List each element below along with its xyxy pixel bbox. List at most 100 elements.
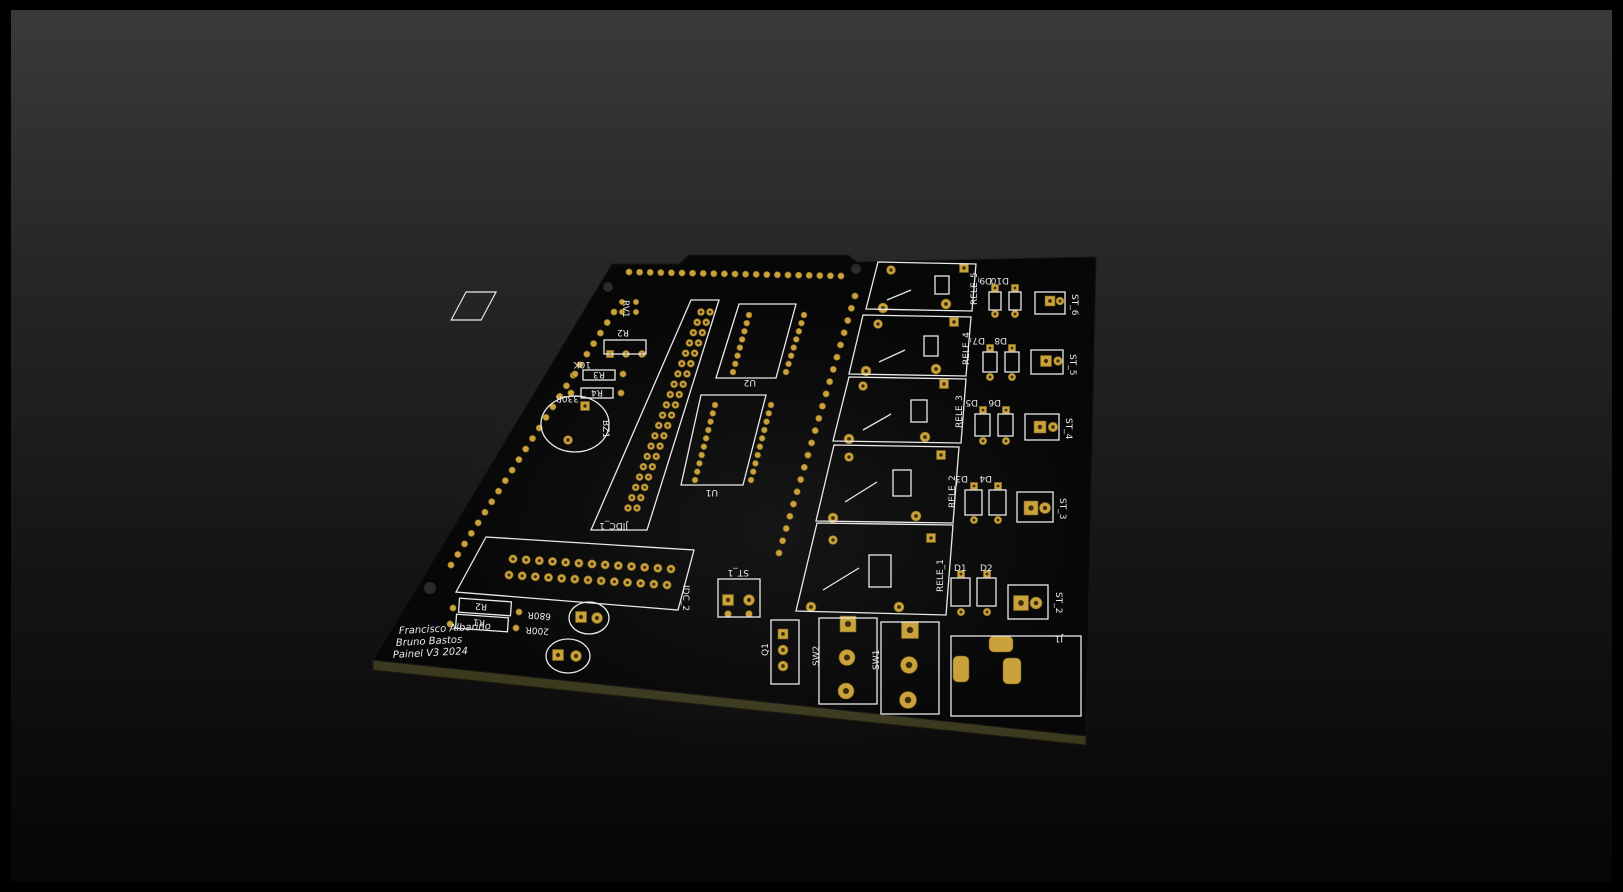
pcb-pad: [571, 370, 579, 378]
pad-drill: [511, 557, 515, 561]
pad-drill: [708, 310, 712, 314]
pcb-pad: [822, 390, 830, 398]
pcb-pad: [467, 529, 475, 537]
pcb-pad: [787, 352, 795, 360]
pad-drill: [831, 516, 835, 520]
pad-drill: [651, 465, 654, 469]
pcb-pad: [752, 460, 759, 467]
pad-drill: [981, 408, 985, 412]
mounting-hole: [424, 582, 436, 594]
pcb-pad: [729, 368, 737, 376]
pcb-pad: [833, 353, 841, 361]
pcb-pad: [488, 498, 496, 506]
pad-drill: [676, 372, 680, 376]
pcb-pad: [805, 271, 813, 279]
pad-drill: [684, 351, 687, 355]
pad-drill: [1033, 600, 1039, 606]
pad-drill: [1037, 424, 1043, 430]
silkscreen-layer: [450, 261, 1082, 717]
label-rele1: RELE_1: [936, 559, 946, 592]
pad-drill: [939, 453, 943, 457]
pad-drill: [674, 403, 677, 407]
pad-drill: [1043, 358, 1049, 364]
pad-drill: [1013, 312, 1017, 316]
pad-drill: [972, 484, 976, 488]
pcb-pad: [837, 341, 845, 349]
pad-drill: [662, 434, 666, 438]
pcb-scene[interactable]: JIDC_1 IDC_2 ST_1 J1 SW1 SW2 Q1 RELE_5 R…: [11, 10, 1612, 882]
pcb-pad: [747, 476, 755, 484]
label-st4: ST_4: [1063, 418, 1073, 440]
pad-drill: [704, 320, 708, 324]
pcb-pad: [752, 270, 760, 278]
pad-drill: [725, 597, 731, 603]
pad-drill: [959, 572, 963, 576]
pcb-pad: [785, 360, 792, 368]
pad-drill: [842, 687, 850, 695]
pcb-pad: [705, 426, 712, 434]
pcb-pad: [710, 270, 718, 278]
pcb-pad: [495, 487, 503, 495]
pcb-pad: [837, 272, 845, 280]
pad-drill: [672, 382, 676, 386]
pad-drill: [573, 653, 579, 659]
pad-drill: [647, 475, 650, 479]
pcb-pad: [700, 443, 708, 450]
pcb-pad: [667, 269, 675, 277]
pad-drill: [537, 559, 541, 563]
pcb-pad: [603, 319, 611, 327]
3d-viewer-canvas[interactable]: JIDC_1 IDC_2 ST_1 J1 SW1 SW2 Q1 RELE_5 R…: [11, 10, 1612, 882]
label-r2-value: 680R: [527, 609, 551, 621]
pad-drill: [524, 558, 528, 562]
pcb-pad: [632, 308, 640, 316]
pcb-pad: [756, 443, 764, 450]
pad-drill: [923, 435, 927, 439]
pcb-pad: [775, 549, 783, 557]
label-d4: D4: [979, 473, 992, 483]
pcb-pad: [789, 500, 797, 508]
pcb-pad: [461, 540, 469, 548]
pcb-pad: [702, 435, 710, 442]
label-st5: ST_5: [1067, 354, 1077, 375]
label-st3: ST_3: [1057, 498, 1067, 519]
pcb-pad: [745, 311, 753, 319]
label-idc2: IDC_2: [680, 585, 690, 611]
pad-drill: [1013, 286, 1017, 290]
signature-line-1: Francisco Albarino: [399, 621, 492, 637]
label-d8: D8: [994, 335, 1007, 345]
pad-drill: [520, 574, 524, 578]
pad-drill: [1058, 299, 1062, 303]
pcb-pad: [693, 468, 701, 475]
pad-layer: [446, 263, 1065, 709]
board-signature: Francisco Albarino Bruno Bastos Painel V…: [393, 621, 492, 661]
label-rele4: RELE_4: [962, 332, 972, 365]
label-rp: R2: [617, 327, 629, 337]
pcb-pad: [765, 410, 773, 417]
pad-drill: [914, 514, 918, 518]
pad-drill: [906, 626, 914, 634]
pad-drill: [560, 576, 564, 580]
label-rele5: RELE_5: [970, 272, 980, 305]
pad-drill: [697, 341, 700, 345]
pad-drill: [844, 620, 852, 628]
pad-drill: [691, 331, 695, 334]
pcb-pad: [763, 271, 771, 279]
pcb-pad: [795, 327, 803, 335]
pcb-pad: [829, 365, 837, 373]
pad-drill: [629, 564, 634, 569]
pad-drill: [861, 384, 865, 388]
pcb-pad: [590, 340, 598, 348]
pcb-pad: [696, 460, 703, 467]
label-d5: D5: [965, 397, 978, 407]
pcb-pad: [851, 292, 859, 300]
pad-drill: [635, 506, 639, 510]
pad-drill: [653, 434, 657, 438]
pad-drill: [781, 648, 785, 652]
pcb-pad: [632, 298, 640, 306]
pad-drill: [699, 310, 703, 314]
pad-drill: [668, 393, 672, 396]
pcb-pad: [610, 308, 618, 316]
pad-drill: [645, 455, 649, 458]
pad-drill: [654, 455, 658, 458]
pcb-pad: [797, 476, 805, 484]
